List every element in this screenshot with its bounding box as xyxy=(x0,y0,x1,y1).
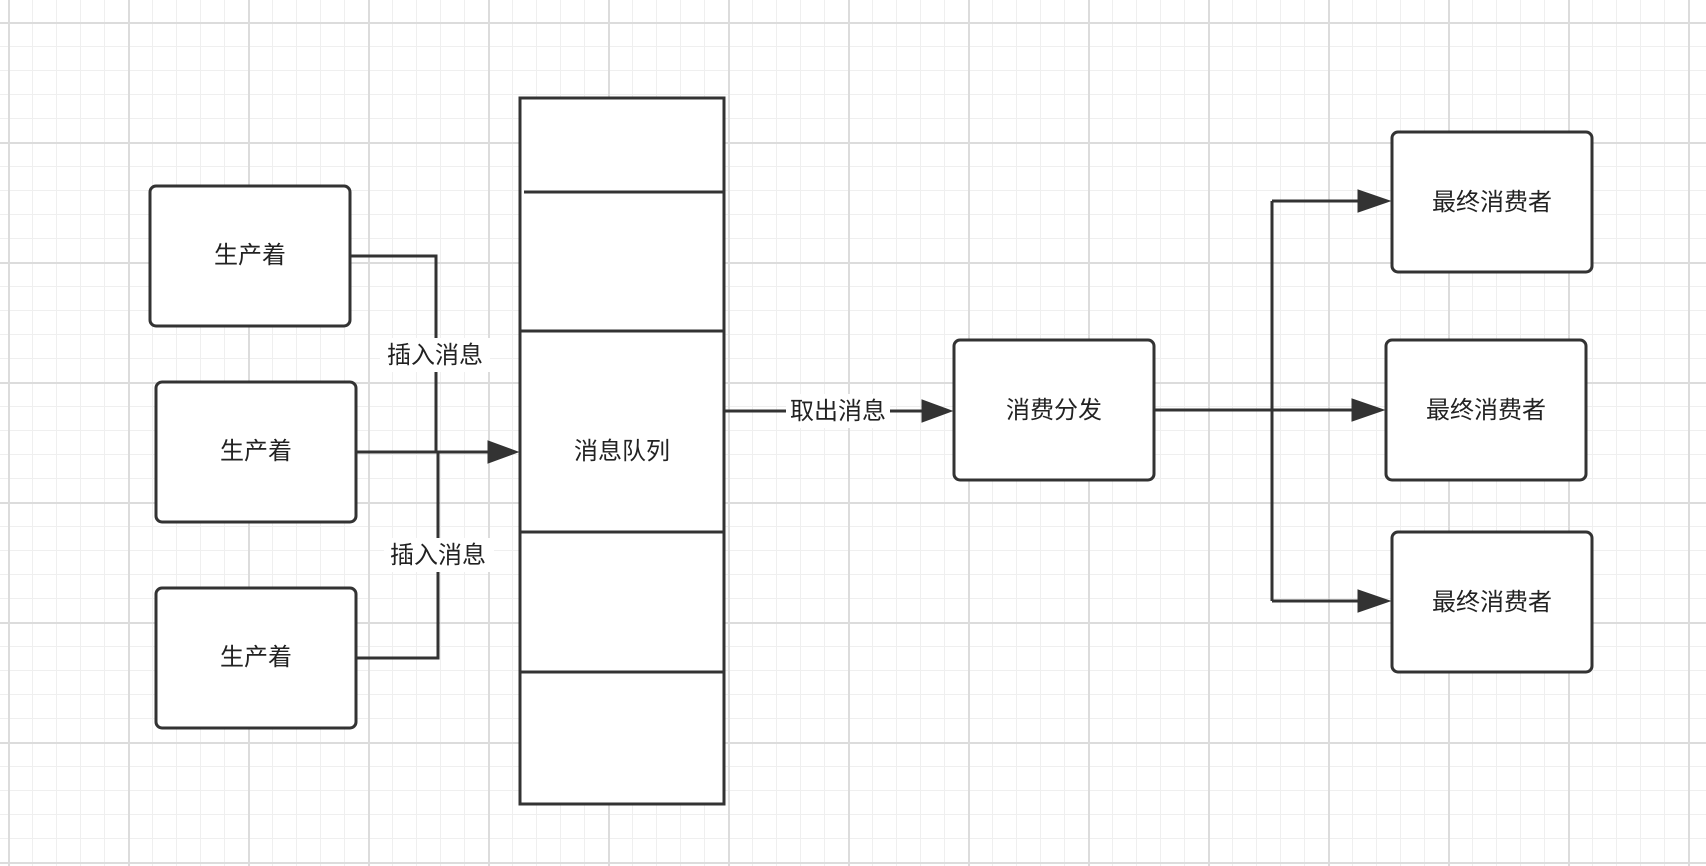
consumer-node[interactable]: 最终消费者 xyxy=(1384,338,1588,482)
producer-label: 生产着 xyxy=(220,643,292,671)
producer-node[interactable]: 生产着 xyxy=(154,380,358,524)
producer-connector xyxy=(356,452,440,660)
consumer-node[interactable]: 最终消费者 xyxy=(1390,530,1594,674)
arrow-head-icon xyxy=(921,399,954,423)
producer-node[interactable]: 生产着 xyxy=(154,586,358,730)
edge-label-take-out: 取出消息 xyxy=(790,397,886,425)
edge-label-insert: 插入消息 xyxy=(387,341,483,369)
producer-label: 生产着 xyxy=(220,437,292,465)
arrow-head-icon xyxy=(487,440,520,464)
message-queue-label: 消息队列 xyxy=(574,437,670,465)
consumer-node[interactable]: 最终消费者 xyxy=(1390,130,1594,274)
edge-label-insert: 插入消息 xyxy=(390,541,486,569)
arrow-head-icon xyxy=(1357,189,1392,213)
producer-label: 生产着 xyxy=(214,241,286,269)
message-queue-node[interactable]: 消息队列 xyxy=(518,96,726,806)
producer-node[interactable]: 生产着 xyxy=(148,184,352,328)
arrow-head-icon xyxy=(1357,589,1392,613)
producer-connector xyxy=(350,254,438,452)
dispatcher-label: 消费分发 xyxy=(1006,396,1102,424)
consumer-label: 最终消费者 xyxy=(1432,588,1552,616)
consumer-label: 最终消费者 xyxy=(1426,396,1546,424)
consumer-label: 最终消费者 xyxy=(1432,188,1552,216)
dispatcher-node[interactable]: 消费分发 xyxy=(952,338,1156,482)
arrow-head-icon xyxy=(1351,398,1386,422)
